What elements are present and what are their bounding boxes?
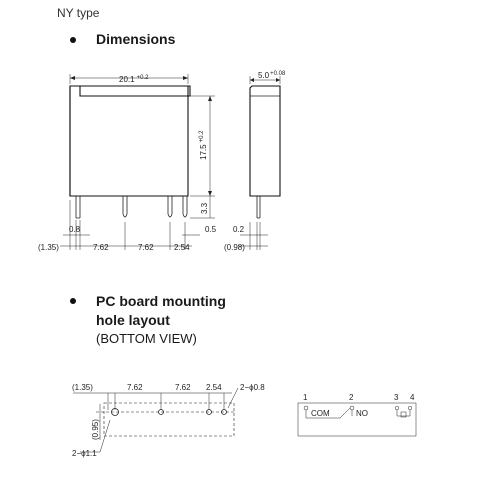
pin2-label: 2: [349, 393, 354, 402]
schematic: 1 2 3 4 COM NO: [297, 393, 417, 437]
side-depth-dim: 5.0+0.08: [258, 71, 286, 80]
pin-2: [122, 196, 128, 218]
no-label: NO: [356, 409, 368, 418]
hole-3: [206, 409, 212, 415]
relay-body-outline: [69, 85, 191, 197]
pins: [75, 196, 188, 219]
pitch3-dim: 2.54: [174, 243, 190, 252]
terminal-no-icon: [349, 405, 355, 411]
coil-icon: [396, 410, 411, 417]
hole-offset-dim: (1.35): [72, 383, 93, 392]
coil-terminal-4-icon: [407, 405, 413, 411]
hole-note-top: 2−ϕ0.8: [240, 383, 265, 392]
bullet-icon: [70, 298, 76, 304]
pin1-label: 1: [303, 393, 308, 402]
hole-1: [111, 408, 119, 416]
switch-contact-icon: [306, 407, 351, 419]
schematic-frame: [297, 402, 417, 437]
pin-4: [182, 196, 188, 218]
hole-pitch2-dim: 7.62: [175, 383, 191, 392]
pin-thickness-dim: 0.5: [205, 225, 217, 234]
com-label: COM: [311, 409, 330, 418]
height-dim: 17.5+0.2: [199, 130, 208, 160]
width-dim: 20.1+0.2: [119, 75, 149, 84]
offset-dim: (1.35): [38, 243, 59, 252]
pin-1: [75, 196, 81, 219]
pitch2-dim: 7.62: [138, 243, 154, 252]
side-body: [249, 85, 281, 197]
front-view: 20.1+0.2 17.5+0.2 3.3 0.8 (1.35) 7.62 7.…: [38, 74, 217, 252]
hole-layout: (1.35) 7.62 7.62 2.54 2−ϕ0.8 (0.95) 2−ϕ1…: [72, 383, 265, 458]
hole-pitch3-dim: 2.54: [206, 383, 222, 392]
board-outline: [103, 402, 235, 437]
pitch1-dim: 7.62: [93, 243, 109, 252]
hole-pitch1-dim: 7.62: [127, 383, 143, 392]
hole-layout-heading: PC board mounting hole layout: [96, 292, 226, 330]
pin4-label: 4: [410, 393, 415, 402]
hole-layout-heading-line2: hole layout: [96, 312, 170, 328]
hole-layout-heading-line1: PC board mounting: [96, 293, 226, 309]
side-offset-dim: (0.98): [224, 243, 245, 252]
hole-4: [221, 409, 227, 415]
relay-body-top: [69, 85, 188, 196]
coil-terminal-3-icon: [394, 405, 400, 411]
type-label: NY type: [57, 6, 100, 20]
hole-2: [158, 409, 164, 415]
bullet-icon: [70, 37, 76, 43]
bottom-view-label: (BOTTOM VIEW): [96, 331, 197, 346]
pin-width-dim: 0.8: [69, 225, 81, 234]
coil-box-icon: [400, 411, 407, 418]
side-pin-width-dim: 0.2: [233, 225, 245, 234]
side-view: 5.0+0.08 0.2 (0.98): [224, 71, 286, 252]
pin-length-dim: 3.3: [200, 202, 209, 214]
terminal-com-icon: [303, 405, 309, 411]
hole-note-bottom: 2−ϕ1.1: [72, 449, 97, 458]
side-pin: [256, 196, 261, 219]
row-offset-dim: (0.95): [91, 419, 100, 440]
pin3-label: 3: [394, 393, 399, 402]
pin-3: [167, 196, 173, 218]
dimensions-heading: Dimensions: [96, 31, 176, 47]
